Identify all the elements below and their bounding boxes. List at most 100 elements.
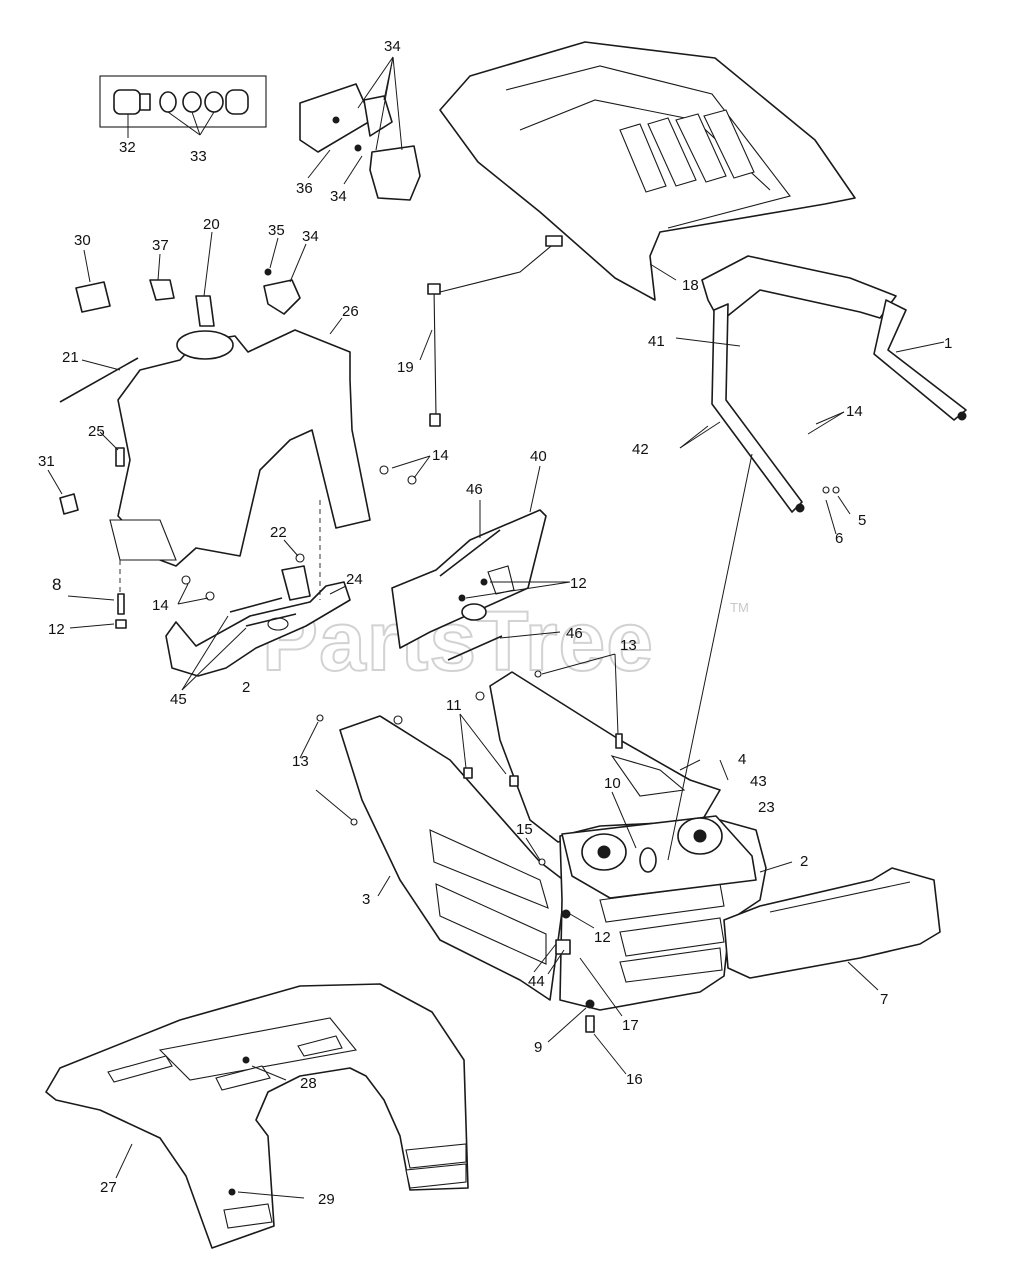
wire-harness-group [419,235,563,427]
callout-20: 20 [203,216,220,233]
callout-34-clip: 34 [302,228,319,245]
callout-15: 15 [516,821,533,838]
callout-18: 18 [682,277,699,294]
switch-nut-part [159,91,177,113]
harness-connector-right [545,235,563,247]
callout-19: 19 [397,359,414,376]
callout-36: 36 [296,180,313,197]
callout-8: 8 [52,575,61,594]
callout-24: 24 [346,571,363,588]
harness-connector-bottom [429,413,441,427]
hour-meter-part [75,281,111,313]
callout-40: 40 [530,448,547,465]
dash-support-part [165,581,351,677]
callout-2-grille: 2 [800,853,808,870]
choke-knob-part [195,295,215,327]
retainer-part-31 [59,493,79,515]
callout-42: 42 [632,441,649,458]
callout-5: 5 [858,512,866,529]
screw-part-25 [115,447,125,467]
small-parts-upper-left [47,231,307,515]
grille-panels-group [299,453,793,1075]
ignition-switch-barrel [139,93,151,111]
ignition-key-part [225,89,249,115]
bumper-rod-right [873,299,967,421]
callout-46-upper: 46 [466,481,483,498]
callout-46-lower: 46 [566,625,583,642]
ignition-switch-part [113,89,141,115]
callout-21: 21 [62,349,79,366]
fender-group [45,983,469,1249]
dash-console-group [109,317,371,567]
callout-44: 44 [528,973,545,990]
callout-12-left: 12 [48,621,65,638]
heat-shield-group [391,465,571,661]
callout-17: 17 [622,1017,639,1034]
switch-washer-part [182,91,202,113]
fender-opening [158,1017,358,1081]
ignition-switch-inset [99,75,267,138]
callout-34-bracket: 34 [330,188,347,205]
heat-shield-part [391,509,547,649]
hood-group [439,41,856,301]
callout-29: 29 [318,1191,335,1208]
callout-13-right: 13 [620,637,637,654]
bumper-cap-part [723,867,941,979]
bumper-rod-left [711,303,803,513]
bolt-part-16 [585,1015,595,1033]
fender-part [45,983,469,1249]
shield-strap-upper [439,529,501,577]
clip-part [149,279,175,301]
shield-grommet [461,603,487,621]
callout-30: 30 [74,232,91,249]
switch-lever-part [363,95,393,137]
callout-37: 37 [152,237,169,254]
callout-11: 11 [446,697,462,714]
cable-tie-part [59,357,139,403]
callout-43: 43 [750,773,767,790]
bolt-part-8 [117,593,125,615]
nut-part-12 [115,619,127,629]
light-switch-bracket-group [299,56,421,201]
callout-2-support: 2 [242,679,250,696]
callout-labels: 34 32 33 36 34 18 30 37 20 35 34 26 19 4… [38,38,952,1208]
switch-bezel-part [204,91,224,113]
switch-plate-part [369,145,421,201]
trademark-mark: TM [730,600,749,615]
callout-1: 1 [944,335,952,352]
callout-14-support: 14 [152,597,169,614]
callout-4: 4 [738,751,746,768]
bumper-panel-part [701,255,897,323]
callout-6: 6 [835,530,843,547]
callout-22: 22 [270,524,287,541]
support-bracket-part [281,565,311,601]
callout-25: 25 [88,423,105,440]
callout-34-top: 34 [384,38,401,55]
callout-33: 33 [190,148,207,165]
callout-13-left: 13 [292,753,309,770]
callout-28: 28 [300,1075,317,1092]
fuel-neck-part [176,330,234,360]
bumper-cap-group [723,867,941,991]
callout-23: 23 [758,799,775,816]
front-bumper-group [675,255,967,535]
callout-14-bumper: 14 [846,403,863,420]
callout-7: 7 [880,991,888,1008]
callout-32: 32 [119,139,136,156]
callout-31: 31 [38,453,55,470]
right-side-panel-part [489,671,721,843]
bulb-socket-part [639,847,657,873]
callout-41: 41 [648,333,665,350]
harness-connector-top [427,283,441,295]
callout-16: 16 [626,1071,643,1088]
callout-35: 35 [268,222,285,239]
callout-12-grille: 12 [594,929,611,946]
bracket-part-34 [263,279,301,315]
callout-14-dash: 14 [432,447,449,464]
callout-10: 10 [604,775,621,792]
callout-9: 9 [534,1039,542,1056]
shield-strap-lower [447,635,503,661]
callout-27: 27 [100,1179,117,1196]
lower-dash-support-group [67,500,351,691]
